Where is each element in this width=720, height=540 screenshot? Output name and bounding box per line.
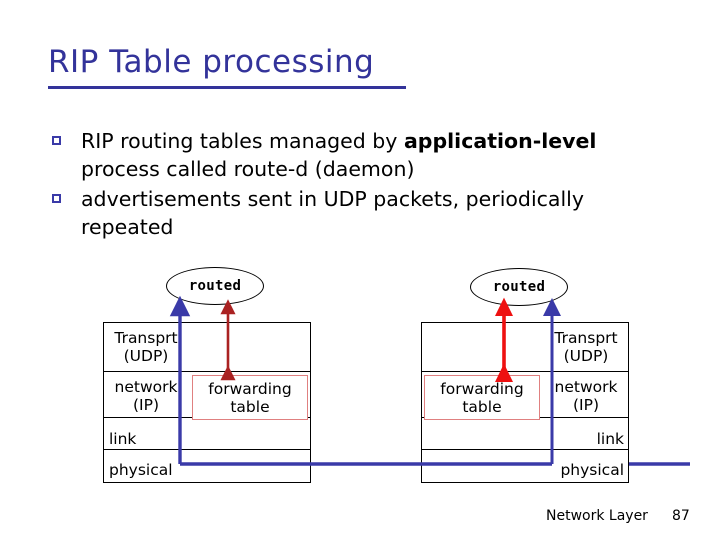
- layer-label-physical-left: physical: [109, 461, 173, 480]
- layer-label-line1: link: [596, 430, 624, 448]
- bullet-text: advertisements sent in UDP packets, peri…: [81, 185, 652, 241]
- fwd-line1: forwarding: [208, 379, 292, 398]
- layer-label-line1: physical: [560, 461, 624, 479]
- layer-label-line2: (UDP): [123, 347, 169, 365]
- stack-row-link-left: [104, 418, 310, 450]
- routed-label-right: routed: [492, 279, 546, 295]
- forwarding-table-box-right: forwarding table: [424, 375, 540, 420]
- stack-row-transport-right: [422, 323, 628, 372]
- layer-label-line1: network: [554, 378, 618, 396]
- bullet-text-part-2: process called route-d (daemon): [81, 157, 415, 181]
- fwd-line1: forwarding: [440, 379, 524, 398]
- layer-label-link-left: link: [109, 430, 136, 449]
- layer-label-transport-right: Transprt (UDP): [548, 329, 624, 365]
- routed-label-left: routed: [188, 278, 242, 294]
- forwarding-table-label-right: forwarding table: [440, 380, 523, 416]
- layer-label-line2: (IP): [572, 396, 599, 414]
- list-item: RIP routing tables managed by applicatio…: [52, 127, 652, 183]
- bullet-text-bold: application-level: [403, 129, 597, 153]
- page-title: RIP Table processing: [48, 44, 375, 80]
- fwd-line2: table: [462, 397, 502, 416]
- bullet-square-icon: [52, 194, 61, 203]
- stack-row-link-right: [422, 418, 628, 450]
- layer-label-line1: network: [114, 378, 178, 396]
- forwarding-table-label-left: forwarding table: [208, 380, 291, 416]
- layer-label-line1: Transprt: [554, 329, 618, 347]
- layer-label-line1: link: [109, 430, 137, 448]
- bullet-text-part-1: advertisements sent in UDP packets, peri…: [81, 187, 585, 239]
- forwarding-table-box-left: forwarding table: [192, 375, 308, 420]
- layer-label-line1: Transprt: [114, 329, 178, 347]
- layer-label-link-right: link: [548, 430, 624, 449]
- bullet-list: RIP routing tables managed by applicatio…: [52, 127, 652, 243]
- stack-row-transport-left: [104, 323, 310, 372]
- layer-label-line2: (IP): [132, 396, 159, 414]
- layer-label-network-left: network (IP): [108, 378, 184, 414]
- layer-label-line2: (UDP): [563, 347, 609, 365]
- routed-process-oval-right: routed: [470, 268, 568, 306]
- layer-label-physical-right: physical: [548, 461, 624, 480]
- layer-label-network-right: network (IP): [548, 378, 624, 414]
- list-item: advertisements sent in UDP packets, peri…: [52, 185, 652, 241]
- footer-page-number: 87: [672, 508, 690, 524]
- bullet-text-part-1: RIP routing tables managed by: [81, 129, 404, 153]
- bullet-square-icon: [52, 136, 61, 145]
- layer-label-line1: physical: [109, 461, 173, 479]
- layer-label-transport-left: Transprt (UDP): [108, 329, 184, 365]
- bullet-text: RIP routing tables managed by applicatio…: [81, 127, 652, 183]
- fwd-line2: table: [230, 397, 270, 416]
- title-underline: [48, 86, 406, 89]
- routed-process-oval-left: routed: [166, 267, 264, 305]
- footer-section-label: Network Layer: [546, 508, 648, 524]
